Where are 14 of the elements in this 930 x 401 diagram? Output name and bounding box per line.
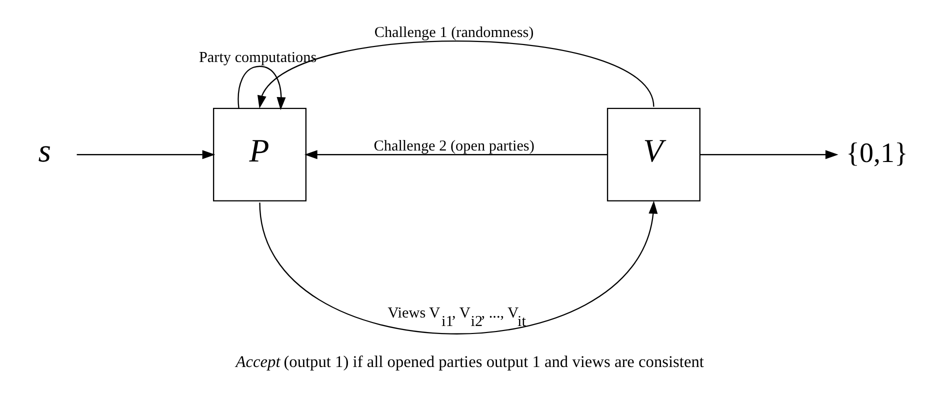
arrow bbox=[304, 150, 607, 160]
node-box: P bbox=[212, 108, 306, 202]
arrow bbox=[237, 66, 286, 110]
arrow bbox=[76, 150, 215, 160]
arrow bbox=[700, 150, 838, 160]
node-text: {0,1} bbox=[846, 138, 908, 169]
edge-label: Party computations bbox=[198, 49, 316, 66]
edge-label: Challenge 2 (open parties) bbox=[373, 137, 534, 154]
arrow bbox=[256, 40, 654, 108]
caption: Accept (output 1) if all opened parties output 1 and views are consistent bbox=[235, 352, 704, 372]
node-box: V bbox=[606, 108, 700, 202]
arrow bbox=[258, 200, 658, 334]
node-text: s bbox=[38, 134, 50, 170]
edge-label: Challenge 1 (randomness) bbox=[374, 24, 534, 42]
